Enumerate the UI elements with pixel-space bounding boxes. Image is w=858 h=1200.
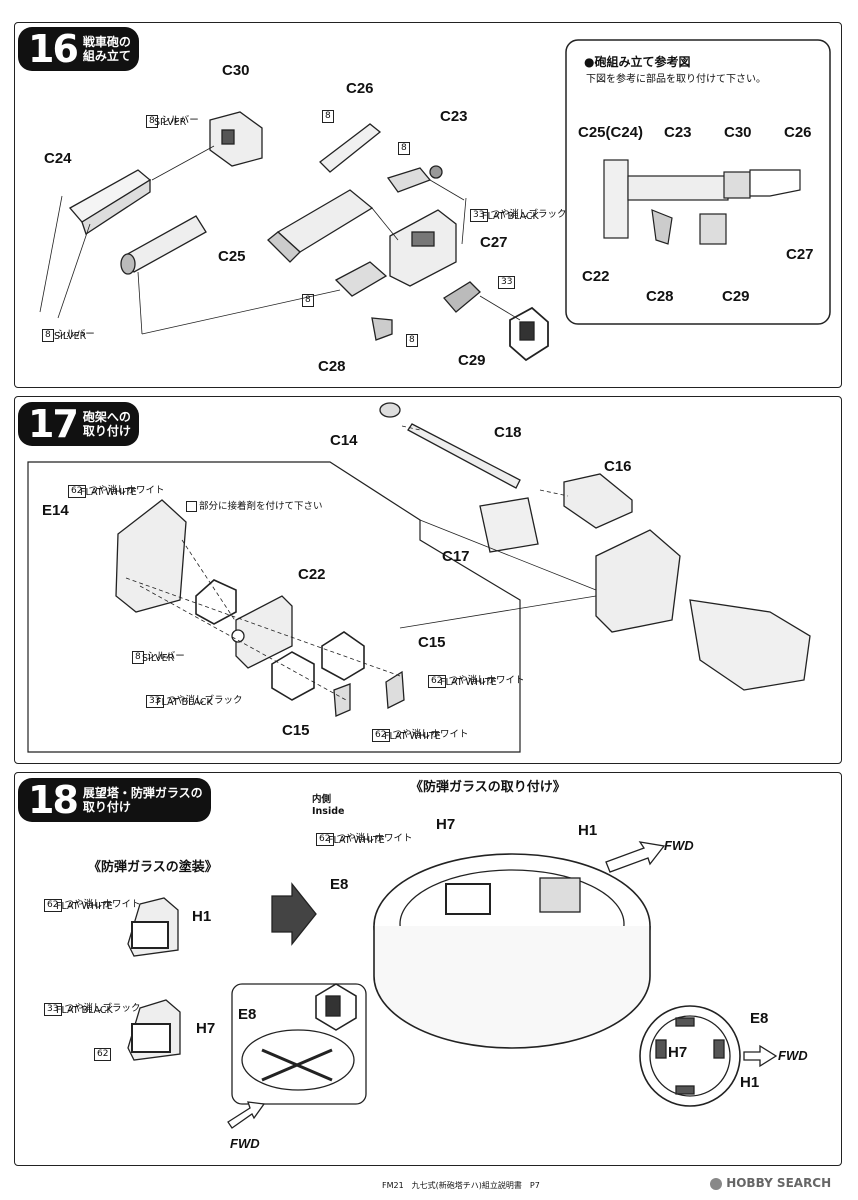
part-h7-ring-label: H7 [436,816,456,833]
part-h7-paint-label: H7 [196,1020,216,1037]
silver-callout-top-en: SILVER [154,117,187,128]
black-callout-c23-en: FLAT BLACK [482,211,539,222]
part-c17-label: C17 [442,548,470,565]
step18-header: 18 展望塔・防弾ガラスの 取り付け [18,778,211,822]
ref-c30-label: C30 [724,124,752,141]
silver-callout-c26: 8 [322,110,337,123]
black-callout-h7-en: FLAT BLACK [56,1005,113,1016]
black-callout-c22-en: FLAT BLACK [156,697,213,708]
step16-number: 16 [28,27,79,71]
part-h1-top-label: H1 [740,1074,760,1091]
part-e8-ring-label: E8 [330,876,349,893]
step17-number: 17 [28,402,79,446]
fwd-label-ring: FWD [664,838,694,853]
part-e14-label: E14 [42,502,69,519]
white-callout-h7: 62 [94,1048,114,1061]
ref-c27-label: C27 [786,246,814,263]
glue-square-icon [186,501,198,512]
glass-paint-title: 《防弾ガラスの塗装》 [88,860,218,875]
part-c18-label: C18 [494,424,522,441]
white-callout-e14-en: FLAT WHITE [80,487,137,498]
ref-c22-label: C22 [582,268,610,285]
ref-c28-label: C28 [646,288,674,305]
part-c15b-label: C15 [282,722,310,739]
white-callout-h1-en: FLAT WHITE [56,901,113,912]
glue-note: 部分に接着剤を付けて下さい [180,490,323,512]
step16-title: 戦車砲の 組み立て [82,35,131,63]
watermark-logo-icon [710,1177,722,1190]
part-c29-label: C29 [458,352,486,369]
ref-c23-label: C23 [664,124,692,141]
inside-jp: 内側 [312,794,332,805]
step16-header: 16 戦車砲の 組み立て [18,27,139,71]
silver-callout-c28: 8 [406,334,421,347]
ref-subtitle: 下図を参考に部品を取り付けて下さい。 [586,74,766,85]
part-c16-label: C16 [604,458,632,475]
part-c22-label: C22 [298,566,326,583]
part-c14-label: C14 [330,432,358,449]
part-c30-label: C30 [222,62,250,79]
ref-c26-label: C26 [784,124,812,141]
silver-callout-block: 8 [302,294,317,307]
step18-title: 展望塔・防弾ガラスの 取り付け [82,786,203,814]
part-e8-top-label: E8 [750,1010,769,1027]
inside-en: Inside [312,806,345,817]
part-c24-label: C24 [44,150,72,167]
silver-callout-c23: 8 [398,142,413,155]
part-c28-label: C28 [318,358,346,375]
ref-c29-label: C29 [722,288,750,305]
silver-callout-bottom-en: SILVER [54,331,87,342]
white-callout-inside-en: FLAT WHITE [328,835,385,846]
fwd-label-top: FWD [778,1048,808,1063]
silver-callout-c22-en: SILVER [142,653,175,664]
fwd-label-inset: FWD [230,1136,260,1151]
white-callout-c15b-en: FLAT WHITE [384,731,441,742]
part-h1-ring-label: H1 [578,822,598,839]
part-c25-label: C25 [218,248,246,265]
white-callout-c15a-en: FLAT WHITE [440,677,497,688]
glass-attach-title: 《防弾ガラスの取り付け》 [410,780,566,795]
part-e8-inset-label: E8 [238,1006,257,1023]
part-c26-label: C26 [346,80,374,97]
part-h1-paint-label: H1 [192,908,212,925]
part-c15a-label: C15 [418,634,446,651]
part-h7-top-label: H7 [668,1044,688,1061]
step17-title: 砲架への 取り付け [82,410,131,438]
step17-header: 17 砲架への 取り付け [18,402,139,446]
step18-number: 18 [28,778,79,822]
watermark: HOBBY SEARCH [710,1176,831,1190]
footer-text: FM21 九七式(新砲塔チハ)組立説明書 P7 [382,1181,540,1190]
ref-title: ●砲組み立て参考図 [584,55,691,69]
part-c27-label: C27 [480,234,508,251]
ref-c25-label: C25(C24) [578,124,644,141]
part-c23-label: C23 [440,108,468,125]
black-callout-c29: 33 [498,276,518,289]
